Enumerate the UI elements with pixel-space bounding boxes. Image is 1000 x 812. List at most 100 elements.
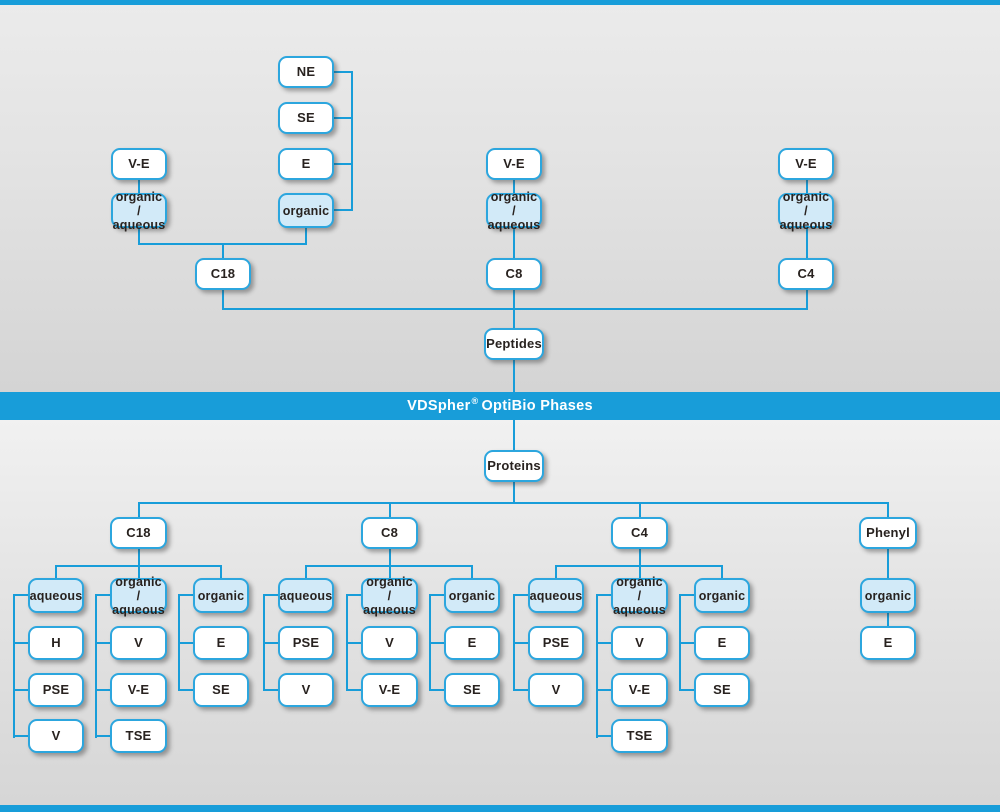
- node-prot-c18-aqueous-h: H: [28, 626, 84, 660]
- connector-line: [263, 689, 279, 691]
- node-prot-phenyl-organic-e: E: [860, 626, 916, 660]
- node-label: E: [717, 634, 727, 650]
- connector-line: [679, 642, 695, 644]
- node-prot-c4-organic-e: E: [694, 626, 750, 660]
- node-prot-c8-orgaq-v: V: [361, 626, 418, 660]
- node-pep-c18-organic: organic: [278, 193, 334, 228]
- connector-line: [513, 594, 529, 596]
- node-label: SE: [212, 681, 230, 697]
- node-label: aqueous: [779, 217, 833, 232]
- connector-line: [13, 594, 29, 596]
- connector-line: [887, 612, 889, 627]
- connector-line: [513, 481, 515, 503]
- node-label: C18: [210, 265, 236, 281]
- connector-line: [178, 642, 194, 644]
- connector-line: [596, 689, 612, 691]
- node-label: NE: [296, 63, 316, 79]
- connector-line: [721, 565, 723, 579]
- node-prot-c4-aqueous: aqueous: [528, 578, 584, 613]
- node-prot-c18-organic-aqueous: organic /aqueous: [110, 574, 167, 617]
- node-label: C4: [797, 265, 815, 281]
- connector-line: [679, 689, 695, 691]
- connector-line: [513, 642, 529, 644]
- connector-line: [513, 359, 515, 393]
- connector-line: [806, 289, 808, 309]
- connector-line: [555, 565, 557, 579]
- node-pep-c4-organic-aqueous: organic /aqueous: [778, 189, 834, 232]
- banner-suffix: OptiBio Phases: [481, 398, 593, 414]
- connector-line: [305, 565, 307, 579]
- node-label: aqueous: [112, 602, 165, 617]
- node-prot-c18-organic-e: E: [193, 626, 249, 660]
- connector-line: [887, 548, 889, 579]
- connector-line: [346, 689, 362, 691]
- node-prot-c18-aqueous-pse: PSE: [28, 673, 84, 707]
- node-label: organic: [864, 588, 912, 603]
- node-label: V-E: [795, 155, 817, 171]
- node-label: V-E: [128, 155, 150, 171]
- connector-line: [351, 71, 353, 211]
- node-label: organic /: [115, 189, 163, 218]
- connector-line: [389, 502, 391, 518]
- node-label: aqueous: [279, 588, 333, 603]
- node-prot-c18-orgaq-ve: V-E: [110, 673, 167, 707]
- connector-line: [138, 548, 140, 566]
- node-label: organic /: [616, 574, 663, 603]
- node-label: SE: [713, 681, 731, 697]
- node-label: TSE: [125, 727, 152, 743]
- node-label: V-E: [378, 681, 401, 697]
- connector-line: [596, 594, 598, 738]
- node-label: V: [635, 634, 644, 650]
- connector-line: [263, 642, 279, 644]
- node-prot-phenyl: Phenyl: [859, 517, 917, 549]
- connector-line: [138, 565, 140, 579]
- node-prot-c8-organic-aqueous: organic /aqueous: [361, 575, 418, 617]
- connector-line: [138, 502, 889, 504]
- connector-line: [429, 642, 445, 644]
- connector-line: [13, 689, 29, 691]
- node-label: PSE: [42, 681, 70, 697]
- node-label: C18: [126, 524, 151, 540]
- connector-line: [887, 502, 889, 518]
- node-label: TSE: [626, 727, 653, 743]
- node-prot-c8-organic-se: SE: [444, 673, 500, 707]
- node-prot-c18-organic: organic: [193, 578, 249, 613]
- connector-line: [639, 502, 641, 518]
- node-prot-c18-organic-se: SE: [193, 673, 249, 707]
- banner-brand: VDSpher: [407, 398, 471, 414]
- node-pep-c18-eluent-se: SE: [278, 102, 334, 134]
- node-prot-c18-orgaq-v: V: [110, 626, 167, 660]
- connector-line: [513, 689, 529, 691]
- connector-line: [222, 308, 808, 310]
- connector-line: [639, 565, 641, 579]
- connector-line: [305, 227, 307, 244]
- node-label: organic /: [782, 189, 830, 218]
- connector-line: [513, 308, 515, 329]
- connector-line: [471, 565, 473, 579]
- node-label: V-E: [628, 681, 651, 697]
- node-prot-c4-organic-aqueous: organic /aqueous: [611, 574, 668, 617]
- connector-line: [138, 502, 140, 518]
- node-label: SE: [463, 681, 481, 697]
- node-label: organic /: [115, 574, 162, 603]
- connector-line: [138, 227, 140, 244]
- node-pep-c8-ve: V-E: [486, 148, 542, 180]
- node-prot-c4-orgaq-v: V: [611, 626, 668, 660]
- connector-line: [346, 642, 362, 644]
- node-prot-c8-orgaq-ve: V-E: [361, 673, 418, 707]
- node-label: C8: [505, 265, 523, 281]
- node-label: E: [467, 634, 477, 650]
- connector-line: [95, 642, 111, 644]
- node-label: SE: [297, 109, 315, 125]
- node-label: aqueous: [112, 217, 166, 232]
- node-prot-c8-organic: organic: [444, 578, 500, 613]
- connector-line: [513, 180, 515, 194]
- node-label: V: [51, 727, 61, 743]
- node-proteins: Proteins: [484, 450, 544, 482]
- connector-line: [389, 565, 391, 579]
- node-label: E: [216, 634, 226, 650]
- bottom-accent-bar: [0, 805, 1000, 812]
- connector-line: [639, 548, 641, 566]
- node-label: Peptides: [486, 335, 542, 351]
